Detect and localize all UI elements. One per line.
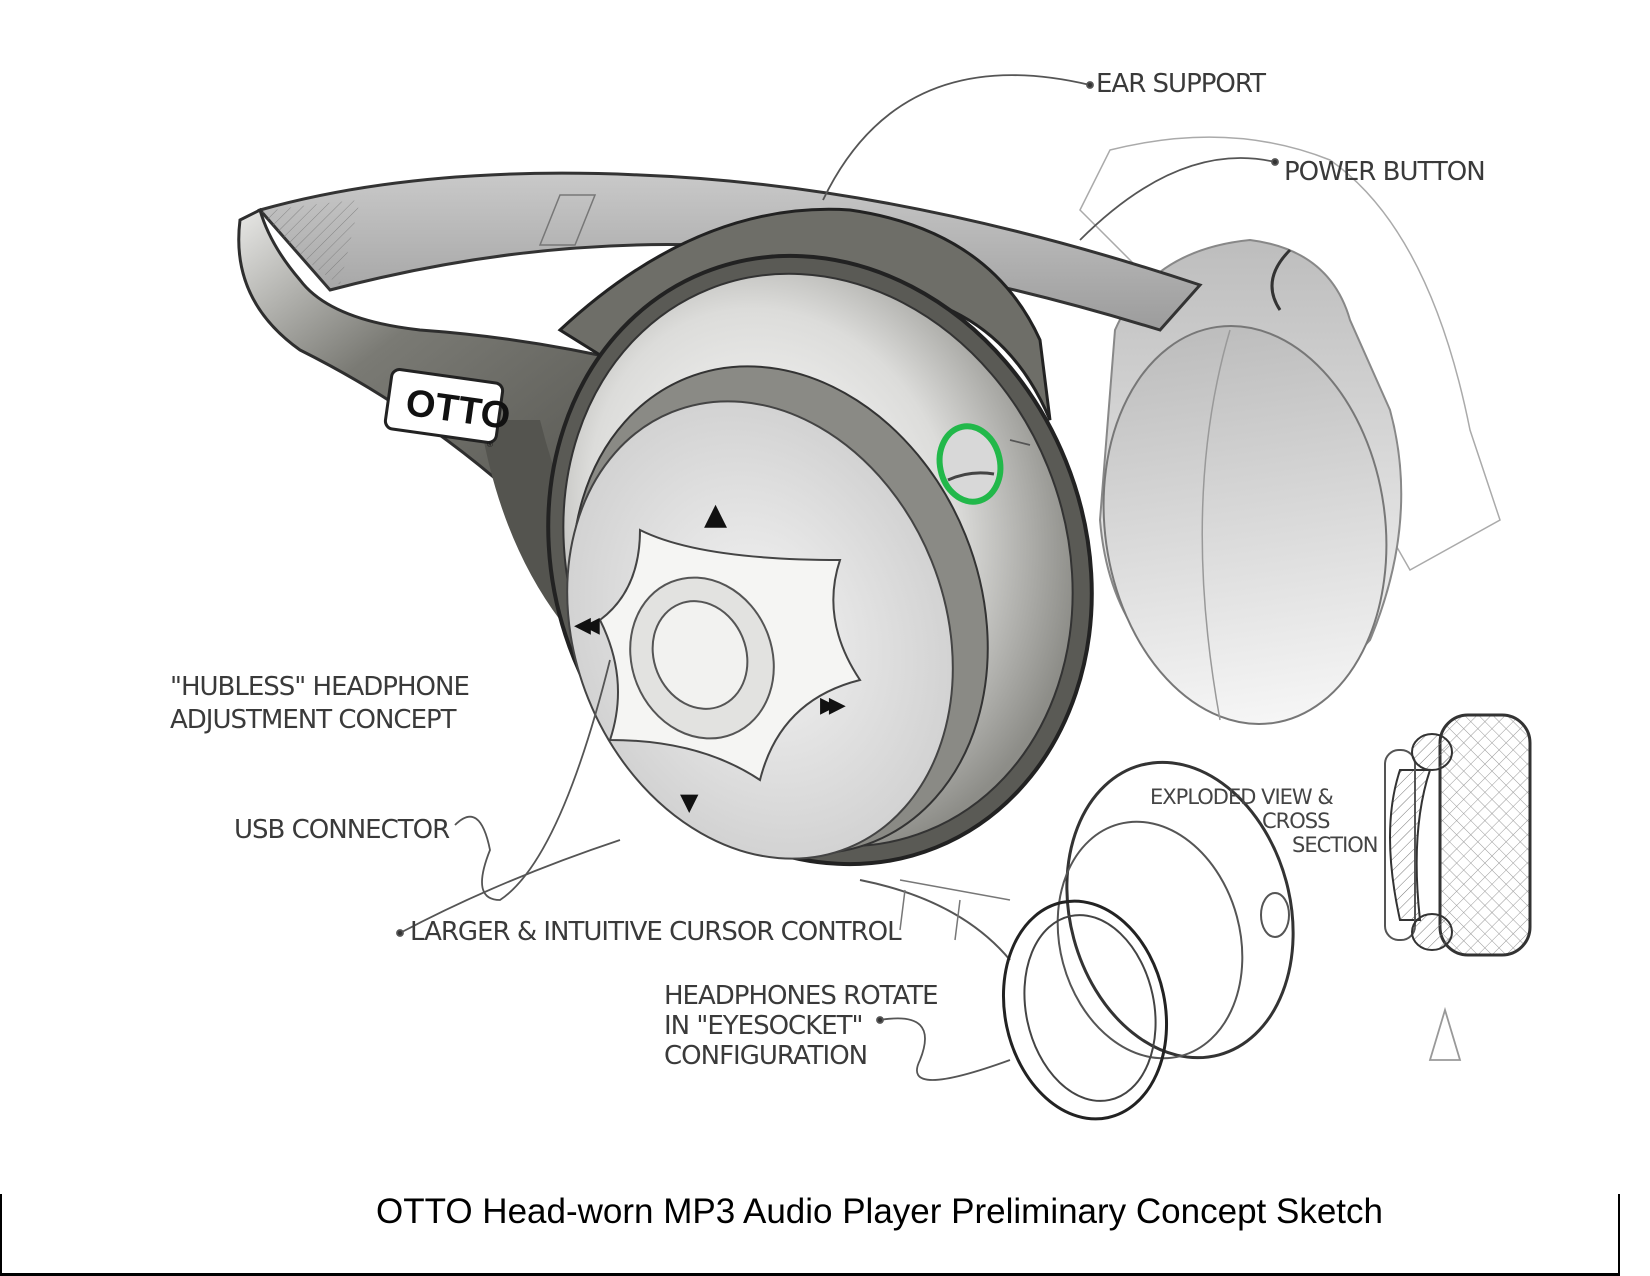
far-earcup-ghost <box>1079 136 1501 726</box>
otto-logo-badge: OTTO ® <box>383 368 513 449</box>
label-rotate-line1: HEADPHONES ROTATE <box>664 981 938 1011</box>
cursor-control-pad[interactable]: ▲ ▼ ◀◀ ▶▶ <box>574 497 862 816</box>
headband <box>257 171 1203 332</box>
cross-section-drawing <box>1384 713 1532 957</box>
leader-lines <box>396 74 1462 1081</box>
power-button[interactable] <box>933 421 1007 508</box>
label-ear-support: EAR SUPPORT <box>1096 69 1266 99</box>
volume-up-icon[interactable]: ▲ <box>704 497 727 532</box>
label-exploded-line2: CROSS <box>1262 809 1330 833</box>
volume-down-icon[interactable]: ▼ <box>680 788 699 816</box>
label-rotate-line2: IN "EYESOCKET" <box>664 1011 863 1041</box>
label-usb-connector: USB CONNECTOR <box>234 815 450 845</box>
label-hubless-line1: "HUBLESS" HEADPHONE <box>170 672 469 702</box>
label-power-button: POWER BUTTON <box>1284 157 1485 187</box>
callout-labels: EAR SUPPORT POWER BUTTON "HUBLESS" HEADP… <box>170 69 1486 1071</box>
registered-mark: ® <box>487 439 494 449</box>
label-cursor-control: LARGER & INTUITIVE CURSOR CONTROL <box>410 917 902 947</box>
concept-sketch: OTTO ® ▲ ▼ ◀◀ ▶▶ <box>170 69 1532 1121</box>
label-exploded-line3: SECTION <box>1292 833 1378 857</box>
label-hubless-line2: ADJUSTMENT CONCEPT <box>170 705 457 735</box>
label-exploded-line1: EXPLODED VIEW & <box>1150 785 1333 809</box>
figure-caption: OTTO Head-worn MP3 Audio Player Prelimin… <box>376 1192 1383 1231</box>
exploded-view-drawing <box>859 760 1295 1121</box>
label-rotate-line3: CONFIGURATION <box>664 1041 867 1071</box>
